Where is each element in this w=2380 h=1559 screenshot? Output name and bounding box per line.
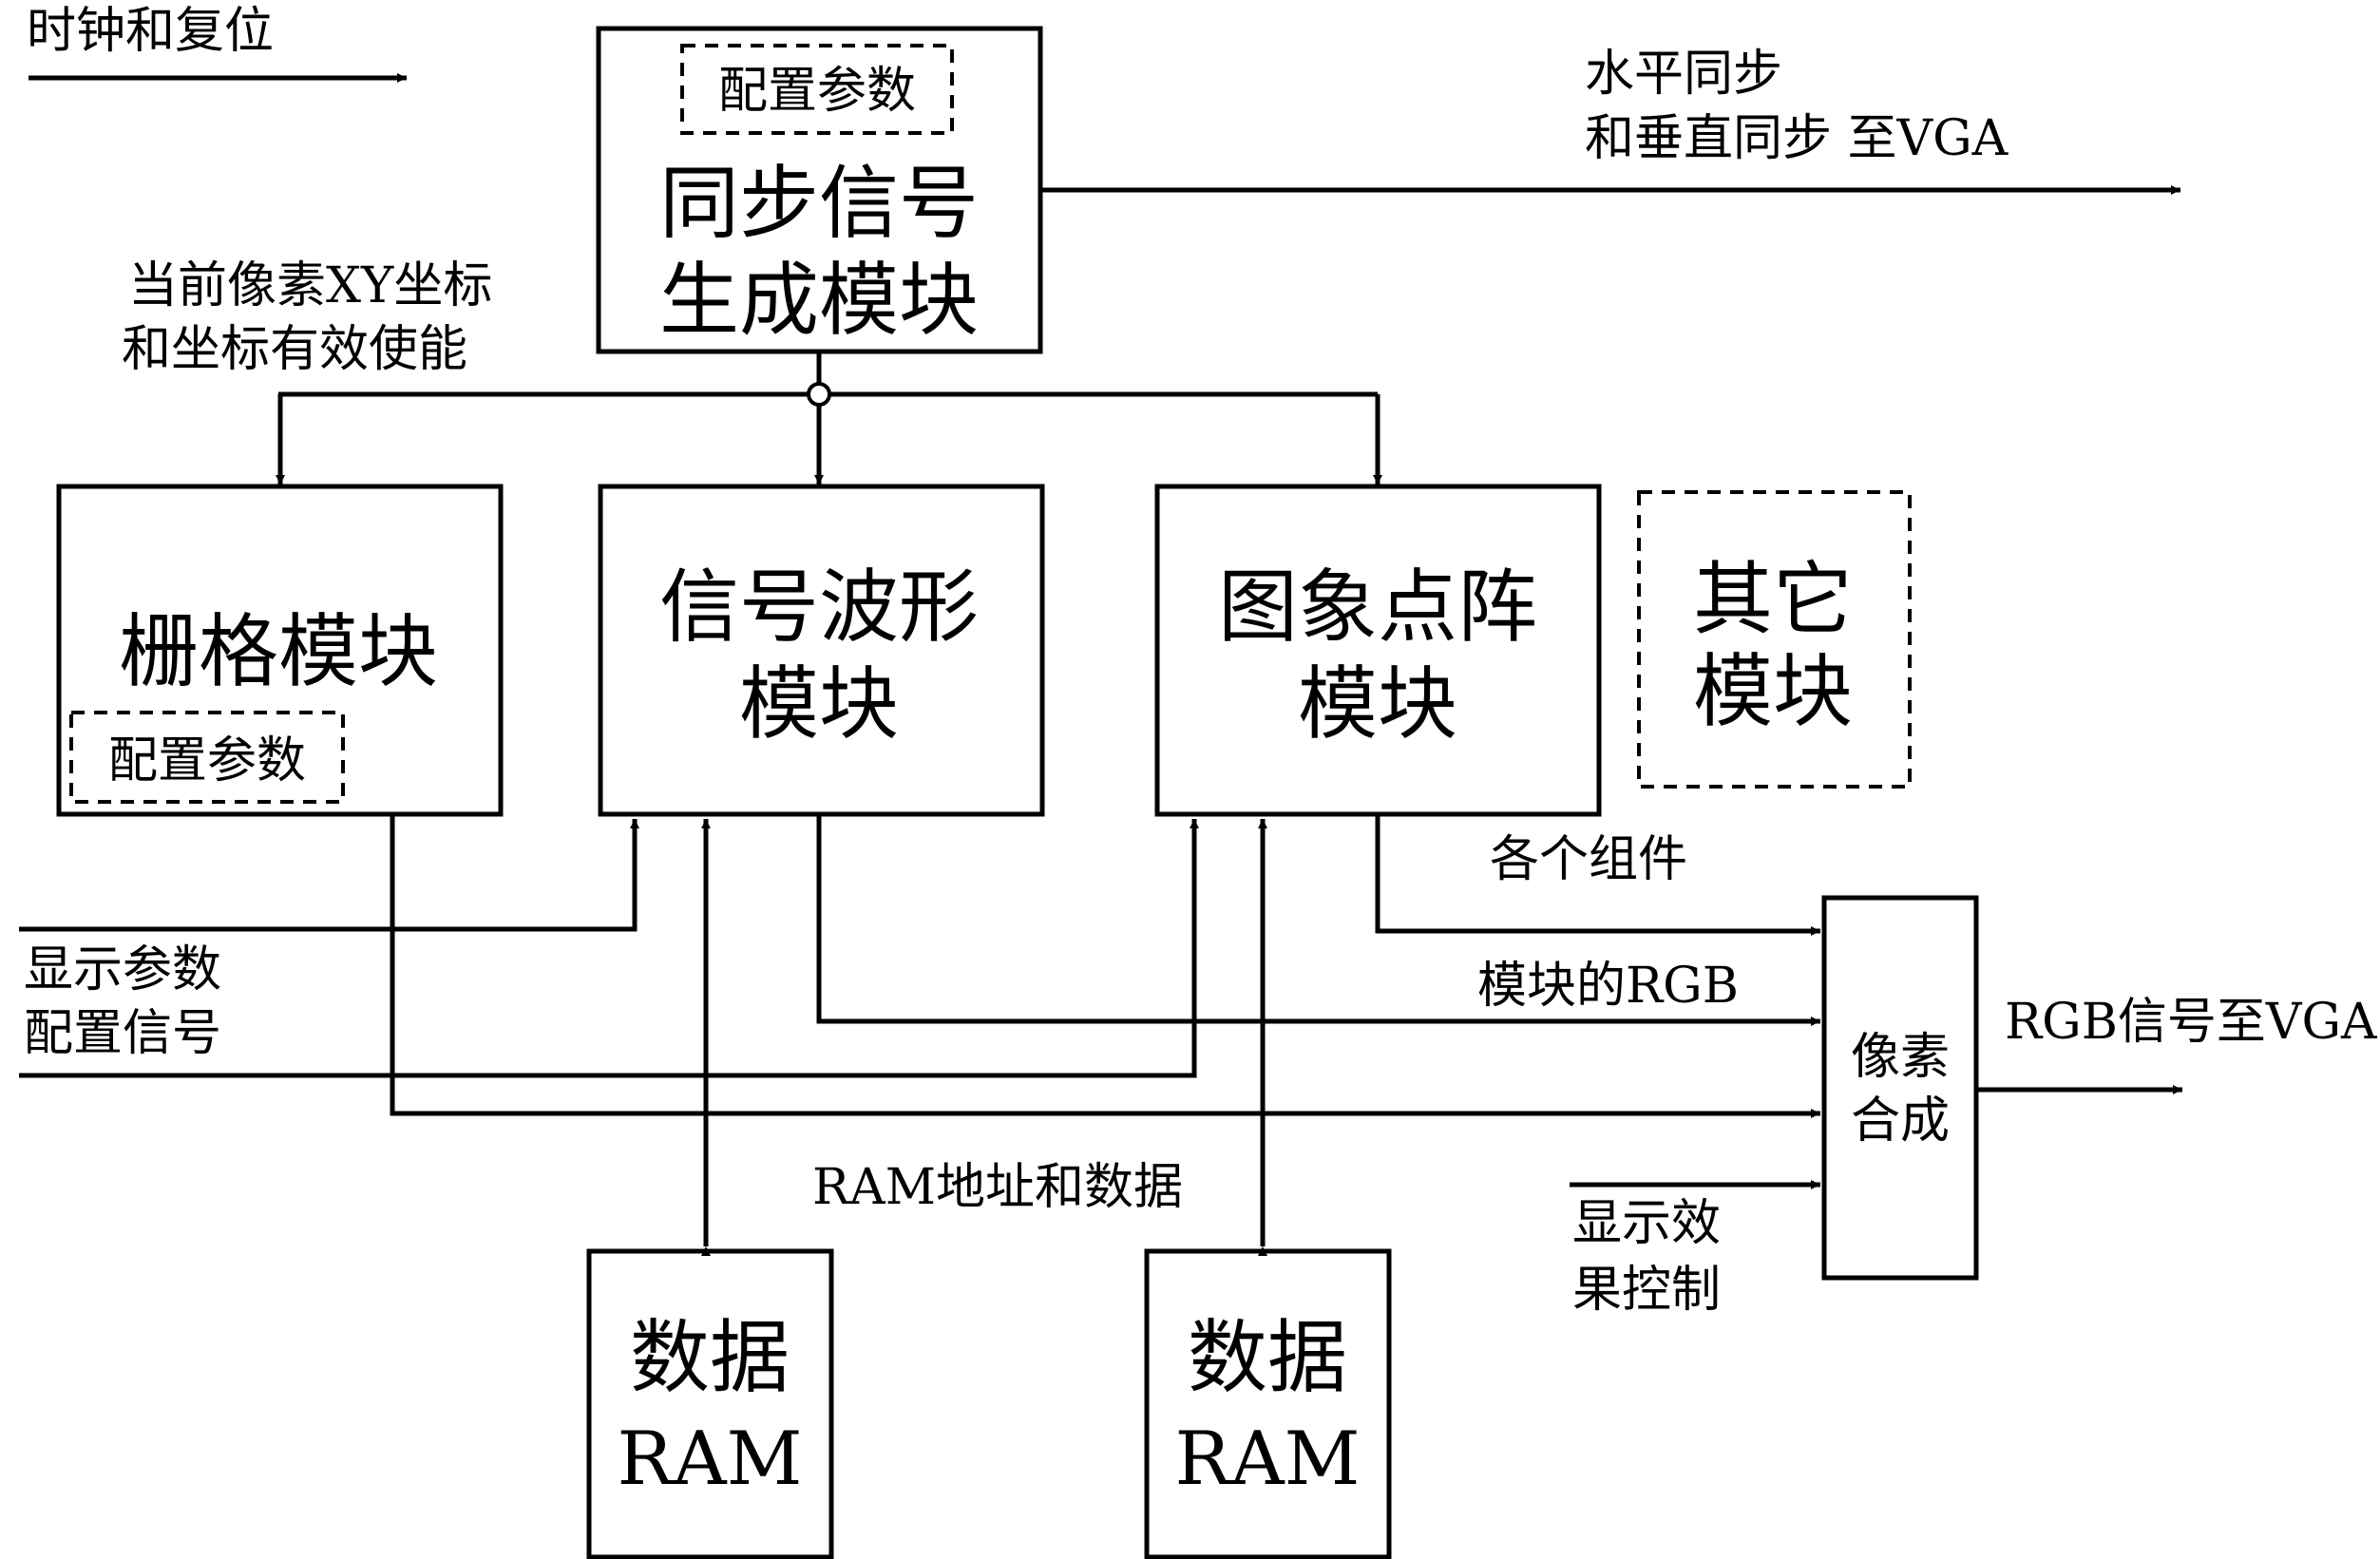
rgb-out-label: RGB信号至VGA: [2005, 994, 2378, 1051]
components-label-2: 模块的RGB: [1477, 958, 1739, 1015]
clock-reset-label: 时钟和复位: [27, 3, 274, 60]
other-modules-title-1: 其它: [1693, 553, 1853, 646]
pixel-compose-label-1: 像素: [1851, 1029, 1950, 1086]
grid-rgb-to-pixel: [390, 814, 1820, 1118]
display-param-label-2: 配置信号: [24, 1005, 221, 1062]
ram1-title-2: RAM: [618, 1416, 803, 1502]
image-rgb-to-pixel: [1375, 814, 1820, 936]
pixel-compose-label-2: 合成: [1851, 1093, 1950, 1150]
display-config-to-waveform: [19, 819, 639, 932]
display-param-label-1: 显示参数: [24, 941, 221, 998]
hv-sync-label-2: 和垂直同步 至VGA: [1585, 110, 2009, 167]
sync-module-title-1: 同步信号: [659, 157, 979, 250]
waveform-rgb-to-pixel: [816, 814, 1820, 1026]
image-matrix-title-2: 模块: [1298, 657, 1457, 751]
other-modules-title-2: 模块: [1693, 645, 1853, 738]
xy-coordinate-label-1: 当前像素XY坐标: [128, 257, 492, 314]
waveform-title-2: 模块: [739, 657, 899, 751]
data-ram-box-1: [586, 1248, 834, 1559]
sync-config-dashed-box: [680, 44, 954, 135]
data-ram-box-2: [1144, 1248, 1392, 1559]
effect-control-label-1: 显示效: [1572, 1195, 1721, 1252]
display-config-to-image: [19, 819, 1199, 1078]
components-label-1: 各个组件: [1490, 831, 1687, 888]
sync-module-title-2: 生成模块: [659, 254, 979, 347]
grid-config-label: 配置参数: [108, 732, 306, 789]
ram2-title-2: RAM: [1175, 1416, 1361, 1502]
ram-address-data-label: RAM地址和数据: [812, 1159, 1183, 1216]
ram1-title-1: 数据: [630, 1311, 790, 1404]
sync-config-label: 配置参数: [718, 63, 916, 120]
xy-coordinate-label-2: 和坐标有效使能: [122, 321, 467, 378]
grid-module-title: 栅格模块: [119, 605, 438, 698]
image-matrix-title-1: 图象点阵: [1218, 561, 1537, 654]
pixel-compose-box: [1821, 895, 1979, 1281]
ram2-title-1: 数据: [1188, 1311, 1347, 1404]
bus-junction: [807, 382, 831, 407]
grid-module-box: [56, 484, 504, 817]
hv-sync-label-1: 水平同步: [1585, 46, 1782, 103]
effect-control-label-2: 果控制: [1572, 1262, 1721, 1319]
waveform-title-1: 信号波形: [659, 561, 979, 654]
other-modules-dashed-box: [1637, 490, 1912, 789]
